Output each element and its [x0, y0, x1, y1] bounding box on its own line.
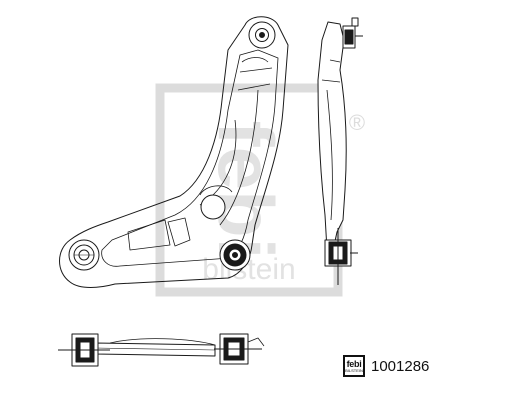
- control-arm-front-view: [59, 16, 289, 288]
- part-number-badge: febi BILSTEIN 1001286: [343, 354, 429, 378]
- rear-bushing: [219, 239, 251, 271]
- badge-logo-word: febi: [346, 358, 362, 369]
- front-bushing: [68, 239, 100, 271]
- side-bushing: [324, 228, 358, 285]
- side-ball-joint: [342, 17, 363, 49]
- watermark-registered-mark: ®: [349, 110, 365, 135]
- bottom-right-bushing: [214, 333, 265, 365]
- part-number: 1001286: [371, 357, 430, 375]
- badge-logo-sub: BILSTEIN: [345, 367, 363, 373]
- arm-inner-outline: [101, 49, 279, 267]
- arm-outline: [59, 16, 289, 288]
- watermark-logo-word: febi: [202, 121, 290, 260]
- ball-joint-top: [248, 21, 276, 49]
- center-hole: [200, 194, 226, 220]
- control-arm-bottom-view: [58, 333, 265, 367]
- bottom-left-bushing: [58, 333, 110, 367]
- febi-logo-icon: febi BILSTEIN: [343, 355, 365, 377]
- control-arm-side-view: [317, 17, 363, 285]
